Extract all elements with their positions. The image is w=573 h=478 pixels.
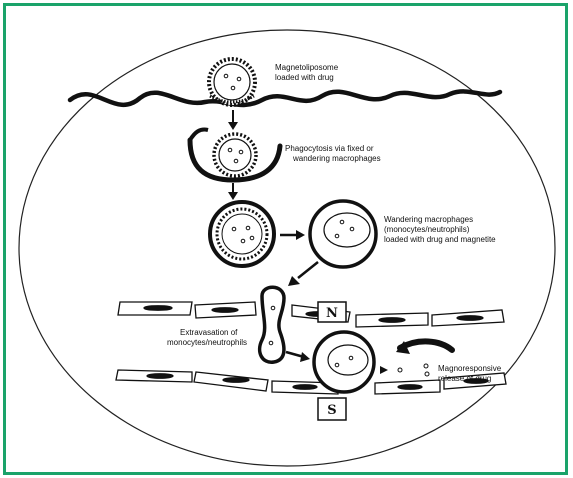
magnetoliposome-icon [207, 57, 257, 107]
outer-circle [18, 29, 556, 467]
label-magnoresponsive-2: release of drug [438, 374, 491, 383]
membrane-wave [67, 89, 503, 108]
phagocytosis-icon [187, 127, 283, 183]
label-magnoresponsive-1: Magnoresponsive [438, 364, 502, 373]
magnet-north-label: N [326, 306, 338, 321]
release-arrow [397, 338, 455, 353]
magnet-north: N [317, 301, 347, 323]
arrow-4 [297, 261, 319, 279]
arrow-4-head [288, 276, 300, 286]
drug-particle [423, 363, 429, 369]
vessel-top-row [117, 301, 505, 328]
label-phagocytosis-1: Phagocytosis via fixed or [285, 144, 374, 153]
arrow-3-head [296, 230, 305, 240]
label-wandering-3: loaded with drug and magnetite [384, 235, 496, 244]
arrow-6-head [380, 366, 388, 374]
arrow-5 [285, 350, 305, 359]
drug-particle [424, 371, 430, 377]
release-arrow-head [396, 341, 410, 354]
vessel-bottom-row [115, 369, 507, 395]
label-phagocytosis-2: wandering macrophages [292, 154, 381, 163]
figure-frame [3, 3, 568, 475]
magnet-south: S [317, 397, 347, 421]
arrow-2-head [228, 192, 238, 200]
release-cell-icon [312, 330, 376, 394]
wandering-macrophage-icon [308, 199, 378, 269]
arrow-1-head [228, 122, 238, 130]
label-magnetoliposome-2: loaded with drug [275, 73, 334, 82]
drug-particle [397, 367, 403, 373]
magnet-south-label: S [327, 403, 336, 418]
label-wandering-1: Wandering macrophages [384, 215, 473, 224]
label-magnetoliposome-1: Magnetoliposome [275, 63, 339, 72]
macrophage-loaded-icon [208, 200, 276, 268]
label-extravasation-1: Extravasation of [180, 328, 238, 337]
arrow-5-head [300, 352, 310, 362]
label-extravasation-2: monocytes/neutrophils [167, 338, 247, 347]
extravasating-cell-icon [257, 285, 286, 364]
label-wandering-2: (monocytes/neutrophils) [384, 225, 470, 234]
